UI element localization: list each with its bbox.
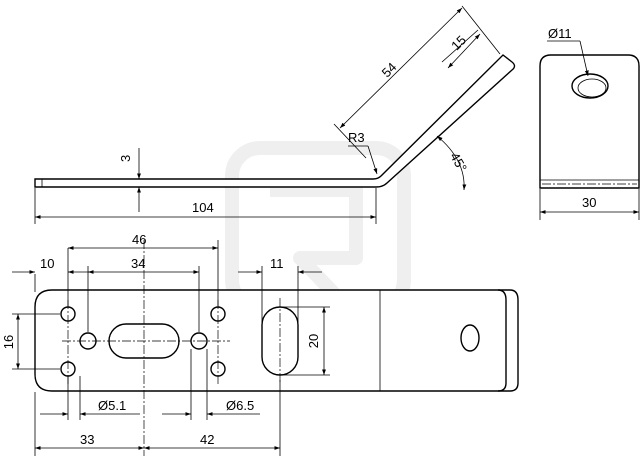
dim-16: 16 [1,335,16,349]
dim-d6-5: Ø6.5 [226,398,254,413]
dim-thickness: 3 [118,155,133,162]
dim-bend-angle: 45° [447,150,470,175]
dim-11: 11 [270,256,284,271]
dim-10: 10 [40,256,54,271]
dim-42: 42 [200,432,214,447]
end-hole [571,73,609,99]
dim-46: 46 [132,232,146,247]
watermark-logo [225,141,411,315]
plan-view: 10 46 34 11 16 20 Ø5.1 [1,232,519,456]
dim-hole-diameter: Ø11 [548,26,572,41]
bracket-profile [34,54,516,188]
plate-outline [34,289,519,392]
dim-34: 34 [131,256,145,271]
dim-33: 33 [80,432,94,447]
plate-end-hole [460,324,480,352]
dim-d5-1: Ø5.1 [98,398,126,413]
end-view: Ø11 30 [539,26,640,220]
dim-end-width: 30 [582,195,596,210]
dim-bend-radius: R3 [348,130,365,145]
dim-arm-length: 54 [379,59,400,80]
dim-base-length: 104 [192,200,214,215]
dim-arm-tip: 15 [448,32,469,53]
end-profile [539,54,640,189]
dim-20: 20 [306,334,321,348]
